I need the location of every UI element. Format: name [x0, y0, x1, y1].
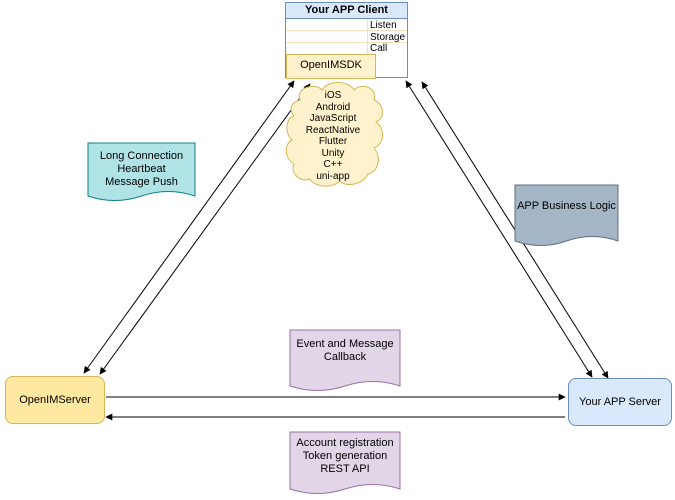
openimsdk-box: OpenIMSDK — [286, 54, 376, 79]
note-rest-api-shape — [289, 431, 401, 494]
note-long-connection: Long Connection Heartbeat Message Push — [99, 150, 184, 188]
note-long-connection-shape — [87, 142, 196, 201]
client-divider-2 — [286, 42, 407, 43]
platform-ios: iOS — [324, 90, 342, 101]
platform-flutter: Flutter — [318, 136, 348, 147]
platform-javascript: JavaScript — [309, 113, 357, 124]
client-title: Your APP Client — [286, 3, 407, 19]
yourappserver-node: Your APP Server — [568, 378, 672, 426]
cloud-platform-list: iOS Android JavaScript ReactNative Flutt… — [285, 90, 381, 182]
note-business-logic-shape — [514, 184, 619, 246]
platform-android: Android — [315, 101, 351, 113]
client-method-storage: Storage — [370, 31, 406, 43]
note-app-business-logic: APP Business Logic — [517, 200, 616, 212]
platform-uniapp: uni-app — [316, 170, 350, 182]
client-divider-1 — [286, 30, 407, 31]
note-event-callback-shape — [289, 329, 401, 391]
platform-reactnative: ReactNative — [305, 124, 361, 136]
note-rest-api: Account registration Token generation RE… — [296, 437, 394, 475]
connectors — [83, 80, 609, 421]
arrow-openimserver-client-2 — [99, 83, 311, 375]
client-method-list: Listen Storage Call — [370, 20, 408, 55]
note-event-callback: Event and Message Callback — [296, 338, 394, 363]
client-divider-vertical — [367, 19, 368, 54]
platform-cpp: C++ — [323, 159, 343, 170]
client-method-listen: Listen — [370, 20, 397, 31]
client-method-call: Call — [370, 43, 388, 54]
arrow-openimserver-client-1 — [83, 80, 295, 374]
client-box: Your APP Client Listen Storage Call Open… — [285, 2, 408, 79]
platform-cloud-shape — [285, 82, 383, 187]
platform-unity: Unity — [321, 147, 345, 159]
openimserver-node: OpenIMServer — [5, 376, 105, 424]
